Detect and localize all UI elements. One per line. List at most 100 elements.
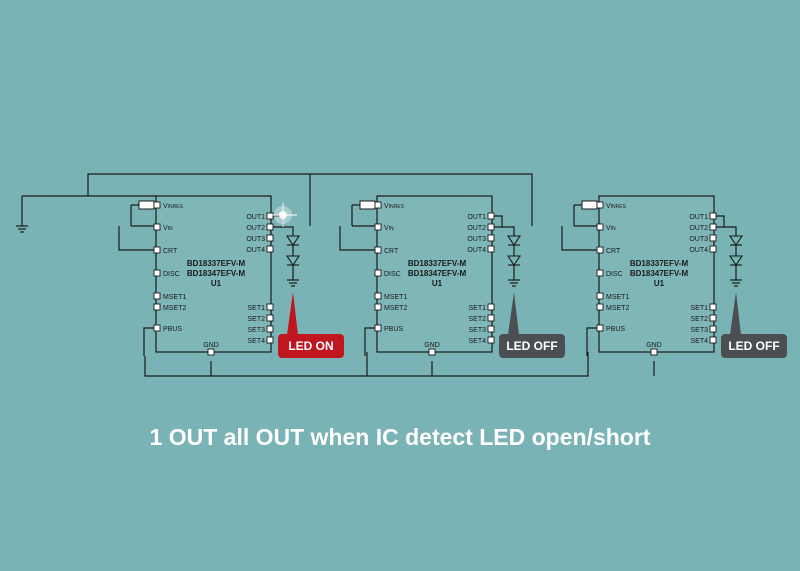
led-diode-icon: [728, 255, 744, 266]
pin-pad: [709, 336, 717, 344]
resistor-icon: [581, 200, 598, 210]
pin-pad: [487, 212, 495, 220]
crt-wire: [118, 226, 157, 251]
pin-label-right: OUT3: [467, 236, 486, 243]
status-badge: [278, 334, 344, 358]
pin-label-right: SET2: [690, 316, 708, 323]
led-diode-icon: [285, 235, 301, 246]
status-badge: [721, 334, 787, 358]
pin-pad: [487, 245, 495, 253]
pin-pad: [207, 348, 215, 356]
pin-label-right: SET3: [468, 327, 486, 334]
pin-label-right: SET1: [468, 305, 486, 312]
part-number-2: BD18347EFV-M: [630, 269, 689, 278]
status-label: LED OFF: [728, 339, 779, 353]
pin-pad: [709, 234, 717, 242]
crt-wire: [561, 226, 600, 251]
designator: U1: [211, 279, 222, 288]
led-diode-icon: [285, 255, 301, 266]
led-string-wire: [502, 226, 515, 236]
pin-pad: [374, 201, 382, 209]
pin-pad: [266, 303, 274, 311]
pin-label-gnd: GND: [424, 342, 440, 349]
pin-pad: [153, 269, 161, 277]
resistor-icon: [359, 200, 376, 210]
ground-icon: [287, 279, 299, 287]
pin-pad: [596, 324, 604, 332]
designator: U1: [654, 279, 665, 288]
pin-pad: [709, 212, 717, 220]
pin-pad: [153, 292, 161, 300]
out-short-wire: [494, 215, 503, 228]
led-diode-icon: [728, 235, 744, 246]
pin-label-left: PBUS: [606, 326, 625, 333]
pin-pad: [709, 245, 717, 253]
pin-label-right: OUT2: [467, 225, 486, 232]
pin-pad: [374, 324, 382, 332]
status-callout: LED ON: [278, 292, 344, 358]
led-string-wire: [724, 226, 737, 236]
pin-label-left: VINRES: [384, 203, 405, 210]
pin-pad: [596, 246, 604, 254]
pin-pad: [596, 303, 604, 311]
caption-text: 1 OUT all OUT when IC detect LED open/sh…: [149, 424, 651, 450]
status-callout: LED OFF: [721, 292, 787, 358]
pin-pad: [266, 325, 274, 333]
status-badge: [499, 334, 565, 358]
pin-pad: [487, 336, 495, 344]
status-label: LED OFF: [506, 339, 557, 353]
pin-label-left: MSET2: [606, 305, 629, 312]
pin-label-gnd: GND: [646, 342, 662, 349]
pin-label-right: OUT2: [246, 225, 265, 232]
pin-pad: [650, 348, 658, 356]
pin-pad: [153, 303, 161, 311]
pin-pad: [153, 246, 161, 254]
pin-pad: [153, 201, 161, 209]
pin-pad: [709, 314, 717, 322]
pin-pad: [266, 314, 274, 322]
pin-pad: [596, 292, 604, 300]
part-number-2: BD18347EFV-M: [187, 269, 246, 278]
pin-pad: [153, 324, 161, 332]
pin-label-right: SET2: [468, 316, 486, 323]
pbus-wire: [586, 327, 600, 356]
ic-block-3: VINRESVINCRTDISCMSET1MSET2PBUSOUT1OUT2OU…: [581, 195, 787, 358]
pin-label-left: MSET1: [606, 294, 629, 301]
pin-label-gnd: GND: [203, 342, 219, 349]
pin-label-right: OUT2: [689, 225, 708, 232]
pin-label-right: SET1: [690, 305, 708, 312]
out-short-wire: [716, 215, 725, 228]
pin-pad: [487, 303, 495, 311]
pin-label-left: DISC: [606, 271, 623, 278]
pin-pad: [709, 303, 717, 311]
pin-pad: [266, 223, 274, 231]
ground-icon: [730, 279, 742, 287]
pin-pad: [428, 348, 436, 356]
pin-pad: [374, 269, 382, 277]
pin-label-left: VIN: [606, 225, 616, 232]
pin-pad: [487, 234, 495, 242]
ground-icon: [508, 279, 520, 287]
status-label: LED ON: [288, 339, 333, 353]
pin-label-left: PBUS: [384, 326, 403, 333]
status-callout: LED OFF: [499, 292, 565, 358]
callout-pointer: [730, 292, 741, 335]
led-diode-icon: [506, 235, 522, 246]
pin-pad: [153, 223, 161, 231]
callout-pointer: [508, 292, 519, 335]
pin-label-left: VIN: [163, 225, 173, 232]
pin-pad: [596, 223, 604, 231]
pin-label-right: OUT4: [689, 247, 708, 254]
pin-pad: [709, 223, 717, 231]
pin-label-left: CRT: [384, 248, 399, 255]
pin-label-left: VINRES: [606, 203, 627, 210]
led-string-wire: [281, 226, 294, 236]
pin-label-left: MSET1: [163, 294, 186, 301]
pin-pad: [266, 234, 274, 242]
part-number-1: BD18337EFV-M: [408, 259, 467, 268]
pin-label-left: MSET1: [384, 294, 407, 301]
pin-label-right: OUT1: [689, 214, 708, 221]
pin-pad: [487, 325, 495, 333]
crt-wire: [339, 226, 378, 251]
ic-blocks: VINRESVINCRTDISCMSET1MSET2PBUSOUT1OUT2OU…: [138, 195, 787, 358]
